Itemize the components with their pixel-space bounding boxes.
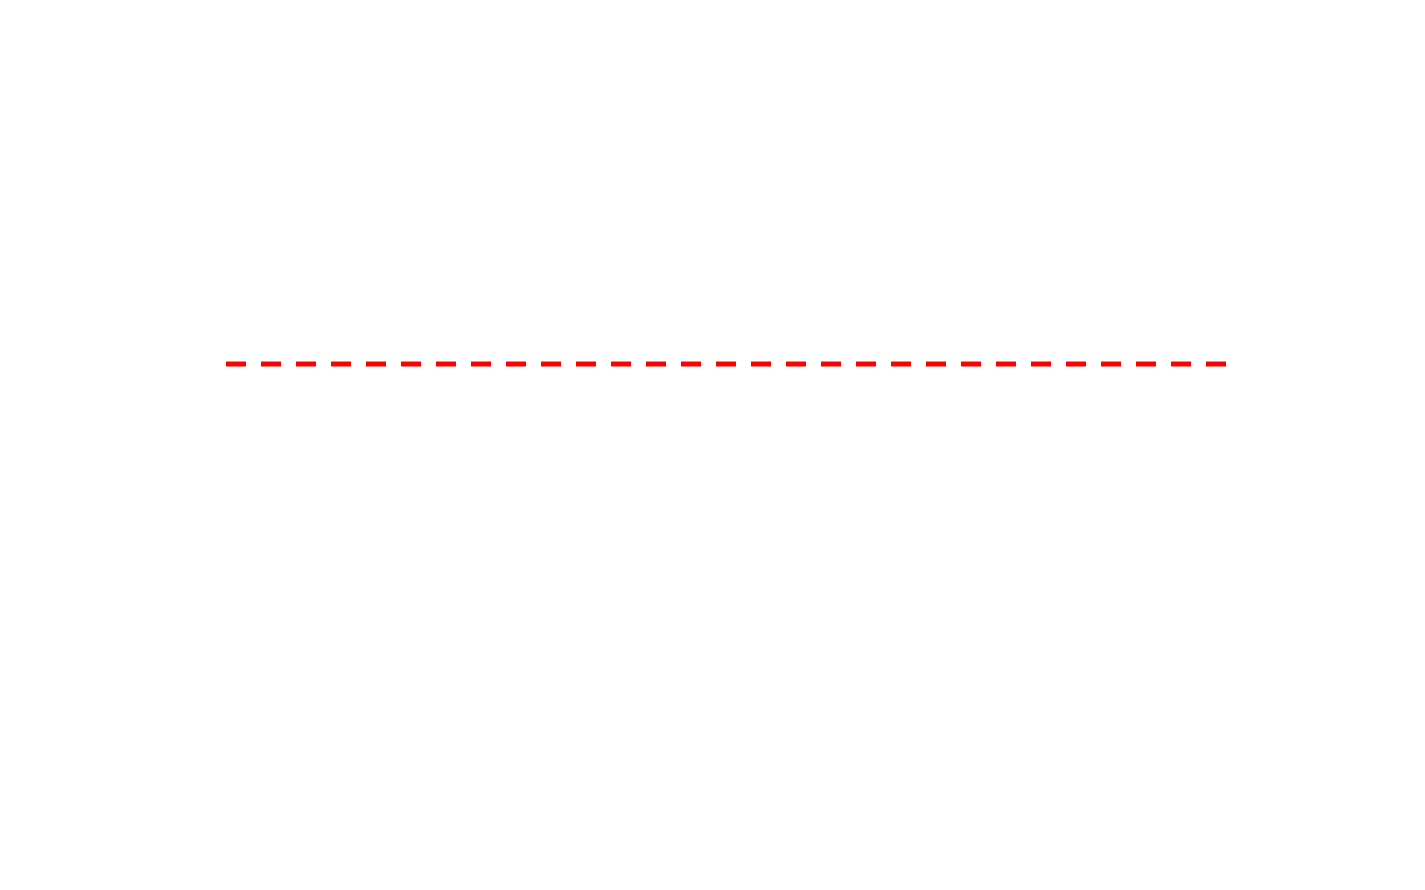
blank-canvas (226, 361, 1226, 367)
drawing-surface (226, 361, 1226, 367)
